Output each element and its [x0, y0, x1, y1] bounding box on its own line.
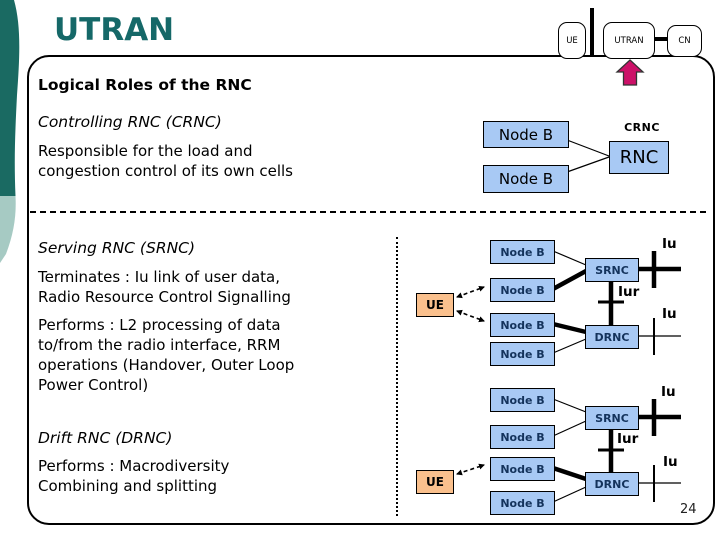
rnc-box: RNC [609, 141, 669, 174]
crnc-label: CRNC [624, 121, 660, 134]
nav-cn-box: CN [667, 25, 702, 57]
iur-label: Iur [618, 284, 640, 300]
node-b-box: Node B [483, 121, 569, 148]
node-b-box: Node B [490, 491, 555, 515]
node-b-box: Node B [490, 388, 555, 412]
iu-label: Iu [663, 454, 678, 470]
dashed-divider [30, 211, 706, 213]
nav-utran-box: UTRAN [603, 22, 655, 59]
node-b-box: Node B [490, 240, 555, 264]
page-number: 24 [680, 502, 697, 517]
srnc-box: SRNC [585, 406, 639, 430]
slide-title: UTRAN [54, 12, 175, 48]
node-b-box: Node B [490, 313, 555, 337]
drnc-section-body: Performs : Macrodiversity Combining and … [38, 457, 230, 495]
node-b-box: Node B [490, 425, 555, 449]
crnc-section-body: Responsible for the load and congestion … [38, 142, 293, 180]
iu-label: Iu [662, 306, 677, 322]
drnc-box: DRNC [585, 472, 639, 496]
node-b-box: Node B [483, 165, 569, 193]
srnc-section-body-1: Terminates : Iu link of user data, Radio… [38, 268, 291, 306]
iu-label: Iu [662, 236, 677, 252]
nav-ue-box: UE [558, 22, 586, 59]
srnc-section-heading: Serving RNC (SRNC) [38, 239, 196, 257]
crnc-section-heading: Controlling RNC (CRNC) [38, 113, 222, 131]
drnc-section-heading: Drift RNC (DRNC) [38, 429, 173, 447]
slide-heading: Logical Roles of the RNC [38, 76, 252, 94]
srnc-section-body-2: Performs : L2 processing of data to/from… [38, 316, 295, 394]
slide-content-frame [27, 55, 715, 525]
node-b-box: Node B [490, 278, 555, 302]
drnc-box: DRNC [585, 325, 639, 349]
ue-box: UE [416, 470, 454, 494]
node-b-box: Node B [490, 342, 555, 366]
iu-label: Iu [661, 384, 676, 400]
ue-box: UE [416, 293, 454, 317]
srnc-box: SRNC [585, 258, 639, 282]
node-b-box: Node B [490, 457, 555, 481]
dotted-column-separator [396, 237, 398, 516]
iur-label: Iur [617, 431, 639, 447]
